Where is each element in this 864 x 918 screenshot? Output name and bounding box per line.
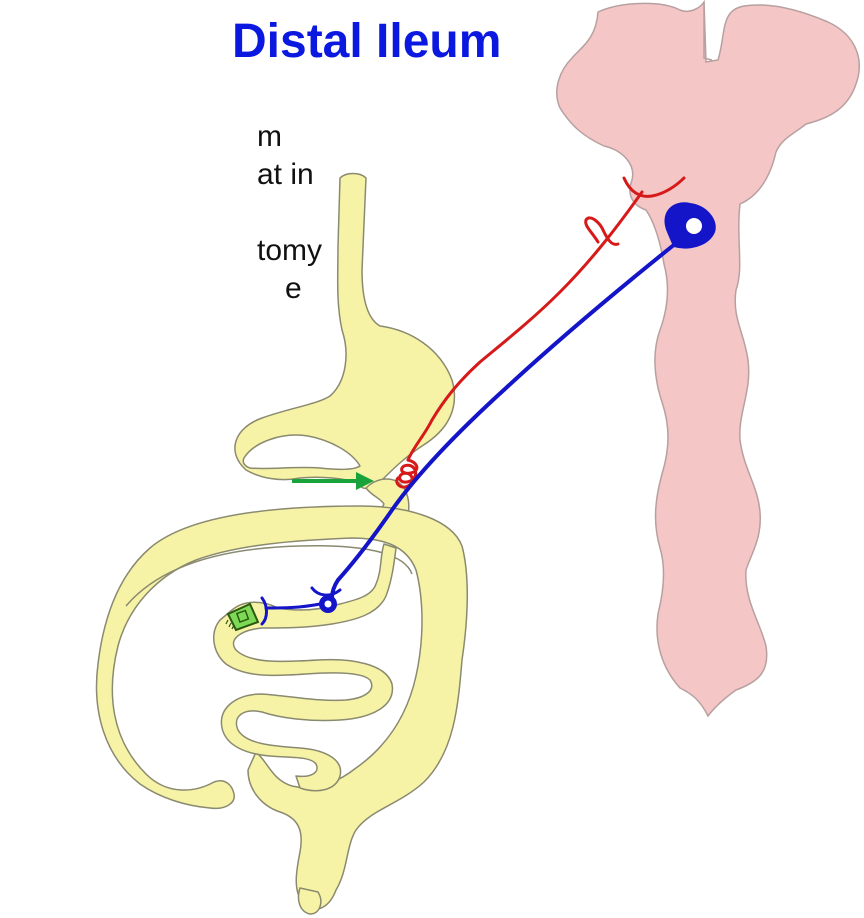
enteric-ganglion-nucleus	[325, 601, 332, 608]
efferent-nerve	[397, 178, 684, 487]
diagram-title: Distal Ileum	[232, 14, 501, 69]
small-intestine	[214, 544, 396, 791]
afferent-nucleus	[686, 218, 702, 234]
brainstem	[557, 2, 859, 716]
gastrointestinal-tract	[97, 174, 468, 915]
cecum-tail	[298, 888, 320, 914]
afferent-ganglion-fork	[312, 588, 340, 595]
